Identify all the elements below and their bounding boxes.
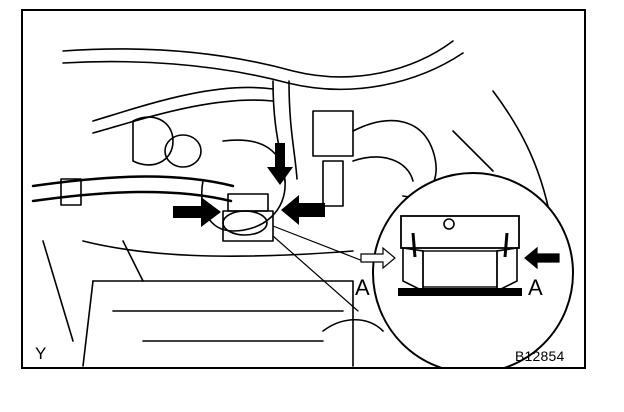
arrow-left-main	[173, 197, 221, 227]
leader-line-top	[272, 225, 364, 262]
pointer-arrows	[173, 143, 325, 227]
callout-label-left: A	[355, 275, 370, 300]
arrow-down-main	[267, 143, 293, 185]
clip-base	[398, 288, 522, 296]
arrow-right-main	[281, 195, 325, 225]
left-hose	[31, 175, 235, 188]
detail-circle	[372, 172, 574, 367]
illustration-frame: Y A A B12854	[21, 9, 586, 369]
arrow-left-detail	[360, 246, 396, 270]
lower-housing	[92, 280, 354, 367]
callout-label-right: A	[528, 275, 543, 300]
fitting-right	[312, 110, 354, 157]
fitting-left	[132, 116, 174, 166]
clip-hole	[443, 218, 455, 230]
clip-head	[400, 215, 520, 249]
arrow-right-detail	[524, 246, 560, 270]
hose-clamp-left	[60, 178, 82, 206]
figure-code: B12854	[515, 348, 565, 364]
corner-letter: Y	[35, 344, 47, 363]
leader-line-bottom	[272, 235, 359, 312]
detail-view	[360, 172, 574, 367]
upper-hose-line	[62, 40, 454, 78]
